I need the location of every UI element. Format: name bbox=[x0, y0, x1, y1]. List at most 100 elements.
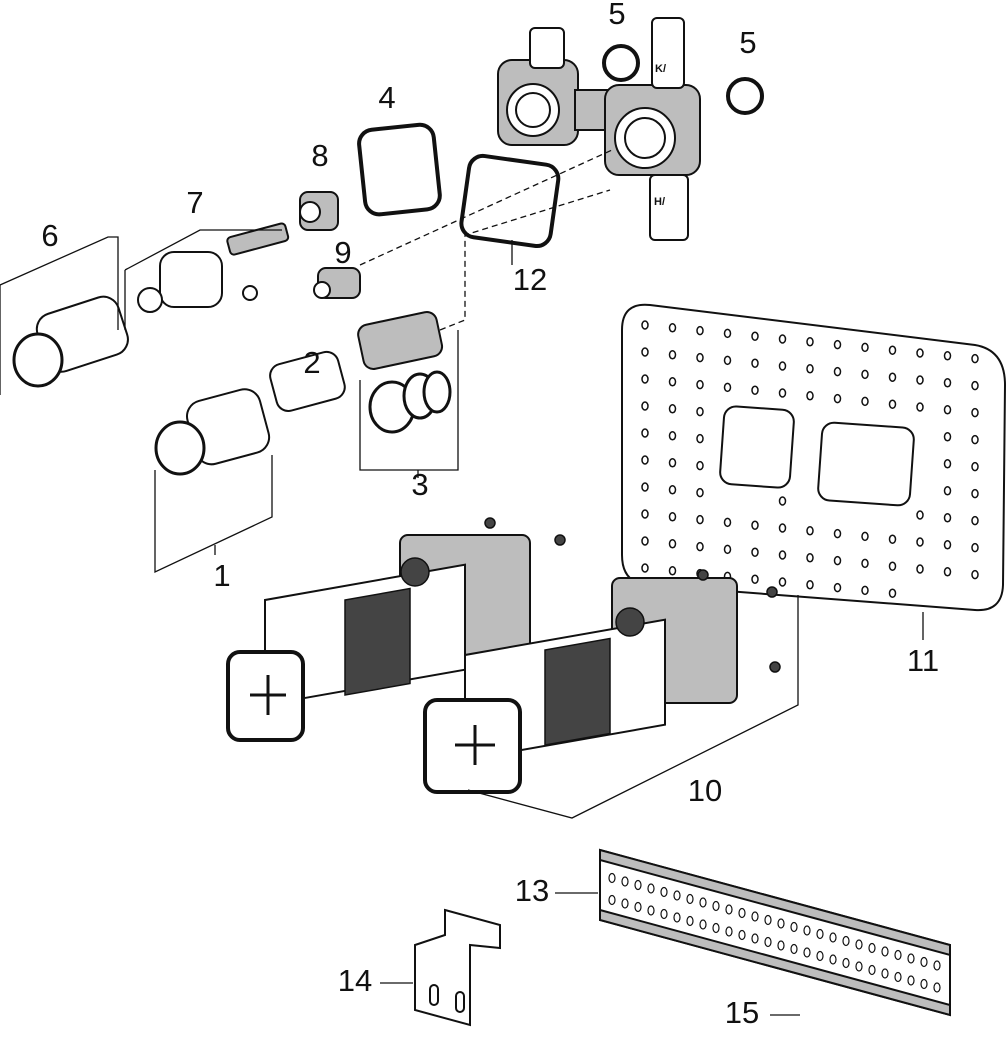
screws-10 bbox=[484, 517, 781, 673]
plate-hole bbox=[696, 352, 704, 363]
plate-hole bbox=[888, 561, 897, 571]
rail-hole bbox=[855, 939, 863, 950]
rail-hole bbox=[621, 898, 629, 909]
rail-hole bbox=[829, 932, 837, 943]
plate-hole bbox=[696, 379, 704, 390]
rail-hole bbox=[712, 922, 720, 934]
plate-hole bbox=[861, 396, 869, 407]
rail-hole bbox=[738, 907, 746, 919]
part-1-sleeve bbox=[154, 388, 271, 476]
plate-hole bbox=[668, 458, 677, 468]
rail-hole bbox=[621, 876, 629, 887]
rail-hole bbox=[920, 956, 928, 968]
plate-hole bbox=[641, 455, 649, 465]
bracket-14 bbox=[414, 908, 501, 1027]
plate-hole bbox=[641, 428, 649, 438]
rail-hole bbox=[803, 947, 811, 958]
rail-hole bbox=[777, 940, 785, 951]
rail-hole bbox=[608, 872, 616, 884]
plate-hole bbox=[778, 550, 787, 560]
callout-3: 3 bbox=[411, 467, 428, 502]
plate-hole bbox=[778, 496, 787, 506]
rail-hole bbox=[699, 919, 707, 930]
rail-hole bbox=[907, 975, 915, 986]
seal-4 bbox=[357, 122, 442, 217]
rail-hole bbox=[816, 950, 824, 962]
plate-hole bbox=[916, 564, 924, 574]
rail-hole bbox=[855, 961, 863, 972]
rail-hole bbox=[920, 978, 928, 990]
cold-marking: K/ bbox=[655, 63, 666, 75]
plate-hole bbox=[861, 369, 869, 380]
plate-hole bbox=[696, 325, 704, 336]
plate-hole bbox=[751, 358, 759, 368]
rail-hole bbox=[751, 933, 759, 944]
callout-6: 6 bbox=[41, 218, 58, 253]
callout-14: 14 bbox=[338, 963, 372, 998]
part-9 bbox=[313, 267, 361, 299]
plate-hole bbox=[888, 345, 897, 355]
plate-hole bbox=[943, 540, 952, 550]
rail-hole bbox=[868, 942, 876, 954]
callout-2: 2 bbox=[303, 345, 320, 380]
plate-hole bbox=[806, 580, 814, 590]
rail-hole bbox=[790, 943, 798, 955]
plate-hole bbox=[971, 569, 979, 580]
plate-hole bbox=[861, 342, 869, 353]
rail-hole bbox=[842, 935, 850, 947]
cover-plate-11 bbox=[621, 303, 1007, 612]
rail-hole bbox=[738, 929, 746, 941]
rail-hole bbox=[868, 964, 876, 976]
plate-hole bbox=[888, 372, 897, 382]
plate-hole bbox=[971, 407, 979, 418]
rail-hole bbox=[764, 914, 772, 926]
plate-hole bbox=[833, 555, 842, 566]
plate-hole bbox=[806, 553, 814, 563]
rail-hole bbox=[712, 900, 720, 912]
plate-hole bbox=[971, 380, 979, 391]
callout-10: 10 bbox=[688, 773, 722, 808]
rail-hole bbox=[777, 918, 785, 929]
rail-hole bbox=[673, 890, 681, 901]
rail-hole bbox=[647, 905, 655, 916]
rail-hole bbox=[881, 946, 889, 957]
rail-hole bbox=[790, 921, 798, 933]
plate-hole bbox=[943, 351, 952, 361]
plate-hole bbox=[696, 487, 704, 498]
plate-hole bbox=[916, 510, 924, 520]
plate-hole bbox=[751, 331, 759, 341]
plate-hole bbox=[723, 355, 732, 366]
rail-hole bbox=[660, 886, 668, 898]
part-7-assembly bbox=[137, 222, 290, 313]
plate-hole bbox=[916, 537, 924, 547]
plate-hole bbox=[971, 434, 979, 445]
rail-hole bbox=[881, 968, 889, 979]
plate-hole bbox=[971, 461, 979, 472]
housing-10b bbox=[423, 577, 738, 794]
plate-hole bbox=[916, 402, 924, 412]
o-ring-5a bbox=[602, 44, 640, 82]
part-2 bbox=[269, 350, 346, 412]
plate-hole bbox=[641, 509, 649, 519]
plate-hole bbox=[806, 526, 814, 536]
plate-hole bbox=[916, 375, 924, 385]
plate-hole bbox=[943, 486, 952, 496]
plate-hole bbox=[723, 382, 732, 393]
seal-12 bbox=[459, 153, 561, 249]
callout-1: 1 bbox=[213, 558, 230, 593]
plate-hole bbox=[641, 482, 649, 492]
plate-hole bbox=[696, 541, 704, 552]
rail-hole bbox=[803, 925, 811, 936]
part-6-sleeve bbox=[12, 295, 129, 388]
plate-hole bbox=[723, 328, 732, 339]
plate-hole bbox=[806, 364, 814, 374]
plate-hole bbox=[696, 514, 704, 525]
plate-hole bbox=[723, 544, 732, 555]
rail-hole bbox=[816, 928, 824, 940]
plate-hole bbox=[861, 585, 869, 596]
plate-hole bbox=[668, 539, 677, 549]
callout-7: 7 bbox=[186, 185, 203, 220]
plate-hole bbox=[833, 528, 842, 539]
plate-hole bbox=[888, 534, 897, 544]
